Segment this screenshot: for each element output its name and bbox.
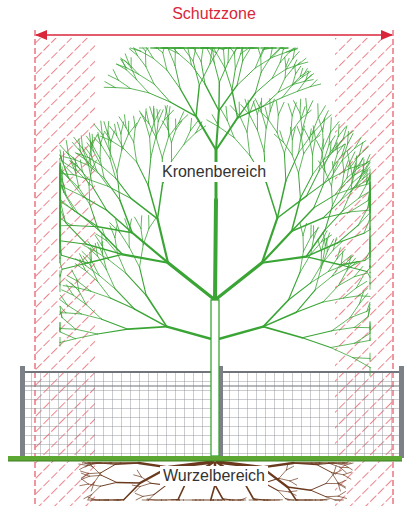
crown-label: Kronenbereich	[159, 162, 269, 182]
zone-label: Schutzzone	[169, 4, 259, 24]
dimension-arrow	[36, 34, 392, 35]
ground	[8, 456, 402, 461]
tree-crown	[60, 48, 370, 456]
roots	[79, 462, 353, 500]
root-label: Wurzelbereich	[160, 466, 268, 486]
